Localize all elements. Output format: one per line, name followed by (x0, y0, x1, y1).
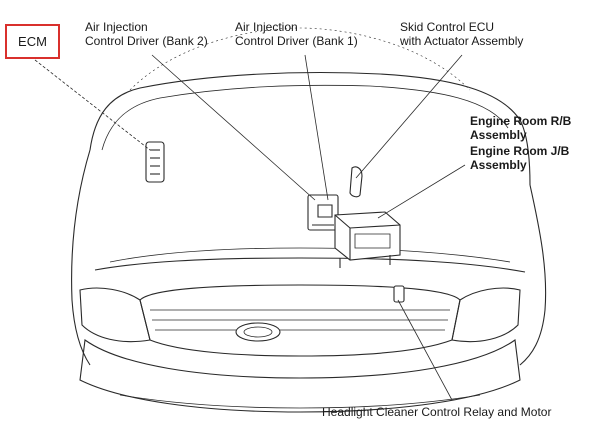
leader-bank1 (305, 55, 328, 200)
emblem-inner (244, 327, 272, 337)
body-outline-left (72, 150, 90, 365)
leader-skid (356, 55, 462, 178)
headlight-right (452, 288, 520, 342)
hood-inner-edge (102, 85, 508, 150)
leader-bank2 (152, 55, 315, 200)
bumper (80, 340, 520, 412)
headlight-cleaner-component (394, 286, 404, 302)
skid-control-ecu-label: Skid Control ECU with Actuator Assembly (400, 20, 524, 48)
ecm-label: ECM (18, 34, 47, 49)
body-outline-right (520, 185, 546, 365)
grille-bars (150, 310, 450, 330)
air-injection-drivers (308, 195, 338, 230)
engine-bay-rim-inner (110, 248, 510, 262)
engine-room-box (335, 212, 400, 268)
leader-lines (35, 55, 465, 400)
windshield-edge (130, 28, 470, 90)
ecm-label-box: ECM (5, 24, 60, 59)
grille-outline (140, 285, 460, 356)
leader-engine-room (378, 165, 465, 218)
ecm-component (146, 142, 164, 182)
engine-bay-rim (95, 258, 525, 272)
skid-control-ecu-component (350, 167, 362, 197)
hood-outline (90, 73, 530, 185)
headlight-cleaner-label: Headlight Cleaner Control Relay and Moto… (322, 405, 552, 419)
air-injection-bank1-label: Air Injection Control Driver (Bank 1) (235, 20, 358, 48)
bumper-lower (120, 395, 480, 408)
engine-room-rb-label: Engine Room R/B Assembly (470, 114, 572, 142)
engine-room-jb-label: Engine Room J/B Assembly (470, 144, 570, 172)
headlight-left (80, 288, 150, 342)
air-injection-bank2-label: Air Injection Control Driver (Bank 2) (85, 20, 208, 48)
emblem (236, 323, 280, 341)
leader-headlight (398, 300, 452, 400)
leader-ecm (35, 60, 150, 150)
